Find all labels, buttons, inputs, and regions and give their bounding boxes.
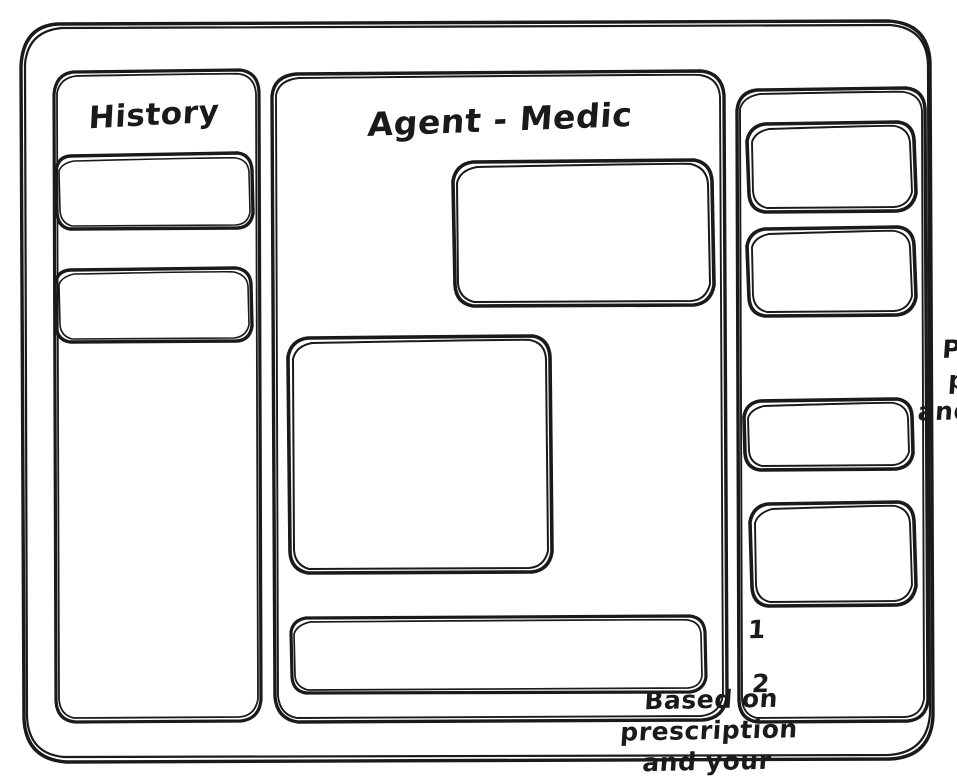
composer-input[interactable] (291, 616, 706, 693)
tool-card-params[interactable]: params (744, 399, 913, 470)
assistant-message-bubble: Based on prescription and your health, y… (288, 336, 798, 777)
sidebar-item-history-2[interactable] (55, 268, 252, 343)
doc-source-list-item-2[interactable]: 2 (750, 668, 771, 699)
doc-source-card[interactable]: Doc source (750, 502, 916, 606)
doc-source-list-item-1[interactable]: 1 (746, 614, 767, 645)
user-message-bubble: Pls check the prescription and recommend (453, 160, 957, 426)
sidebar-item-history-1[interactable] (56, 153, 253, 230)
tool-card-ocr[interactable]: OCR (747, 227, 916, 316)
tool-card-llm[interactable]: LLM (747, 122, 916, 212)
